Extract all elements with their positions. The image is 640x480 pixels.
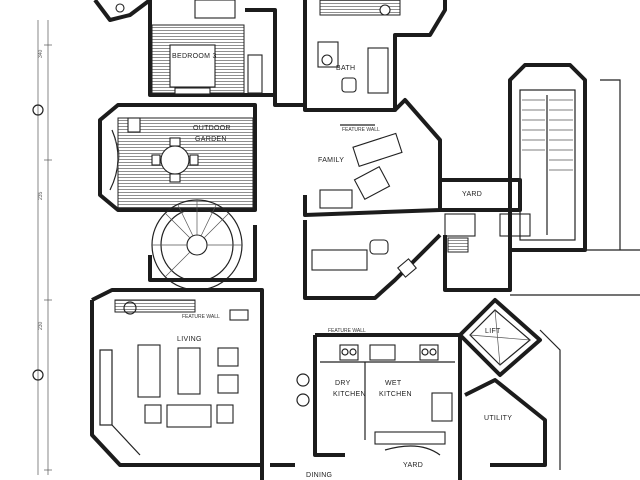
utility-room: UTILITY bbox=[464, 329, 561, 470]
service-block bbox=[303, 220, 512, 300]
room-label-yard-upper: YARD bbox=[462, 191, 482, 198]
left-dimension-line: 340 235 230 bbox=[32, 20, 52, 475]
spiral-staircase bbox=[148, 199, 257, 291]
room-label-wet-kitchen: KITCHEN bbox=[379, 391, 412, 398]
room-label-utility: UTILITY bbox=[484, 415, 512, 422]
room-label-wet: WET bbox=[385, 380, 402, 387]
feature-wall-label-living: FEATURE WALL bbox=[182, 314, 220, 320]
yard-upper: YARD bbox=[440, 178, 531, 237]
bedroom-3: BEDROOM 3 bbox=[93, 0, 277, 97]
room-label-family: FAMILY bbox=[318, 157, 344, 164]
bath: BATH bbox=[303, 0, 447, 112]
room-label-bath: BATH bbox=[336, 65, 355, 72]
right-edge-tower-outline bbox=[600, 79, 621, 250]
room-label-outdoor: OUTDOOR bbox=[193, 125, 231, 132]
feature-wall-label-kitchen: FEATURE WALL bbox=[328, 328, 366, 334]
room-label-bedroom: BEDROOM 3 bbox=[172, 53, 217, 60]
living-room: LIVING FEATURE WALL bbox=[90, 288, 264, 480]
room-label-yard-lower: YARD bbox=[403, 462, 423, 469]
room-label-garden: GARDEN bbox=[195, 136, 227, 143]
feature-wall-label-upper: FEATURE WALL bbox=[342, 127, 380, 133]
outdoor-garden: OUTDOOR GARDEN bbox=[98, 103, 257, 212]
dimension-label-3: 230 bbox=[38, 321, 44, 330]
lift: LIFT bbox=[458, 298, 542, 377]
room-label-dry: DRY bbox=[335, 380, 351, 387]
yard-lower: YARD bbox=[384, 445, 441, 469]
family-room: FAMILY FEATURE WALL bbox=[273, 95, 442, 217]
room-label-dining: DINING bbox=[306, 472, 332, 479]
dimension-label-1: 340 bbox=[38, 49, 44, 58]
room-label-living: LIVING bbox=[177, 336, 202, 343]
room-label-lift: LIFT bbox=[485, 328, 501, 335]
dining-area: DINING bbox=[270, 463, 332, 479]
room-label-dry-kitchen: KITCHEN bbox=[333, 391, 366, 398]
dimension-label-2: 235 bbox=[38, 191, 44, 200]
kitchen-area: DRY KITCHEN WET KITCHEN FEATURE WALL bbox=[296, 328, 462, 480]
